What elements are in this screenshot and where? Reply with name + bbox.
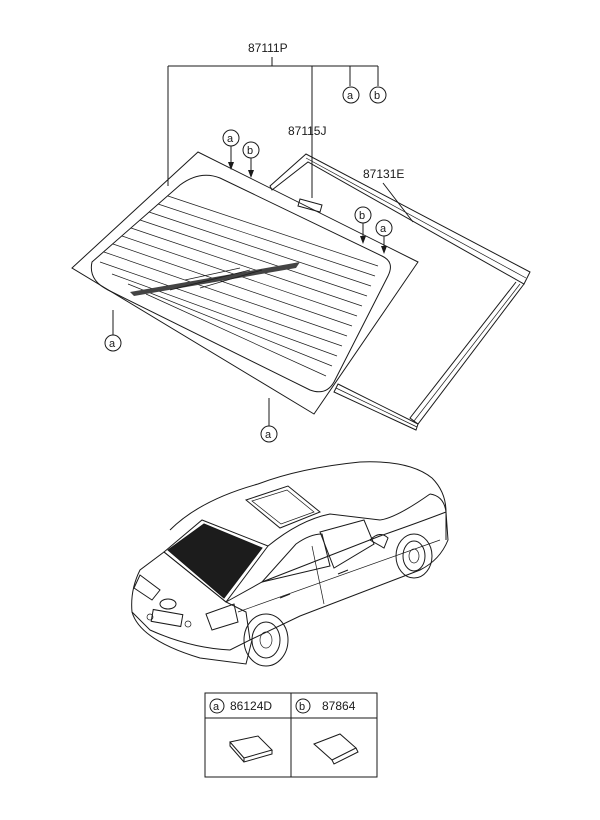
svg-text:a: a <box>227 133 234 145</box>
part-86124D-icon <box>229 735 273 763</box>
callout-b-upper-left: b <box>242 141 260 178</box>
callout-a-left: a <box>104 310 122 352</box>
label-87131E: 87131E <box>363 167 404 181</box>
legend-a-part: 86124D <box>230 699 272 713</box>
svg-text:a: a <box>109 338 116 350</box>
callout-b-right: b <box>354 206 372 244</box>
svg-text:a: a <box>213 701 220 713</box>
svg-text:b: b <box>359 210 365 222</box>
legend-b-part: 87864 <box>322 699 356 713</box>
svg-text:a: a <box>265 429 272 441</box>
callout-a-upper-left: a <box>222 129 240 170</box>
window-molding <box>269 153 531 431</box>
legend-table: a 86124D b 87864 <box>204 692 378 778</box>
svg-text:a: a <box>380 223 387 235</box>
callout-b-top-right: b <box>369 86 387 104</box>
rear-window-glass <box>71 151 419 415</box>
legend-b: b 87864 <box>295 698 356 714</box>
svg-text:b: b <box>374 90 380 102</box>
callout-a-right: a <box>375 219 393 254</box>
label-87111P: 87111P <box>248 41 288 55</box>
car-illustration <box>131 461 449 667</box>
legend-a: a 86124D <box>209 698 272 714</box>
label-87115J: 87115J <box>288 124 326 138</box>
glass-part-87115J <box>297 198 323 213</box>
defroster-grid-lines <box>99 195 379 377</box>
svg-text:b: b <box>299 701 305 713</box>
part-87864-icon <box>313 733 359 765</box>
svg-text:b: b <box>247 145 253 157</box>
callout-a-bottom: a <box>260 398 278 443</box>
svg-text:a: a <box>347 90 354 102</box>
callout-a-top-right: a <box>342 86 360 104</box>
leader-87111P <box>167 57 379 198</box>
